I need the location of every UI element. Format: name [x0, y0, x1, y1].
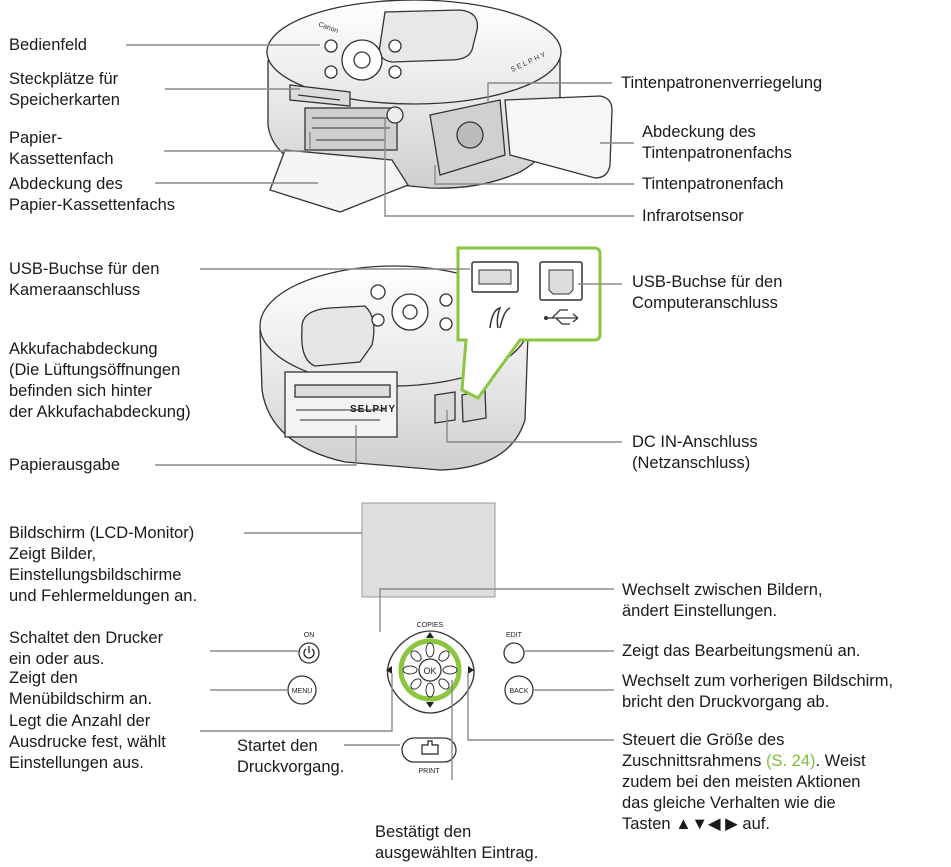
- power-icon: [303, 646, 315, 659]
- label-usb-computer: USB-Buchse für den Computeranschluss: [632, 273, 783, 312]
- label-papierausgabe: Papierausgabe: [9, 456, 121, 474]
- label-schaltet: Schaltet den Drucker ein oder aus.: [9, 629, 164, 668]
- label-vorheriger: Wechselt zum vorherigen Bildschirm, bric…: [622, 672, 894, 711]
- label-usb-kamera: USB-Buchse für den Kameraanschluss: [9, 260, 160, 299]
- edit-label: EDIT: [506, 632, 523, 639]
- print-label: PRINT: [419, 768, 441, 775]
- label-tintenpatronenfach: Tintenpatronenfach: [642, 175, 784, 193]
- copies-label: COPIES: [417, 622, 444, 629]
- ok-button-label: OK: [423, 666, 436, 676]
- printer-middle-screen: [301, 305, 375, 367]
- back-label: BACK: [509, 688, 528, 695]
- page-reference-link[interactable]: (S. 24): [765, 752, 816, 770]
- print-icon: [421, 740, 439, 755]
- print-button: [401, 737, 457, 763]
- label-startet: Startet den Druckvorgang.: [237, 737, 345, 776]
- printer-middle-illustration: SELPHY Canon: [259, 265, 529, 471]
- label-bedienfeld: Bedienfeld: [9, 36, 87, 54]
- label-abdeckung-tinte: Abdeckung des Tintenpatronenfachs: [642, 123, 792, 162]
- usb-port-callout: [456, 246, 602, 400]
- label-bildschirm: Bildschirm (LCD-Monitor) Zeigt Bilder, E…: [9, 524, 198, 605]
- label-akkufach: Akkufachabdeckung (Die Lüftungsöffnungen…: [9, 340, 191, 421]
- label-menue: Zeigt den Menübildschirm an.: [9, 669, 153, 708]
- printer-top-paper-cover: [269, 149, 409, 213]
- edit-button: [503, 642, 525, 664]
- label-tintenpatronenverriegelung: Tintenpatronenverriegelung: [621, 74, 823, 92]
- pictbridge-icon: [489, 306, 511, 329]
- printer-middle-side-ports: [434, 389, 487, 424]
- printer-top-card-slots: [289, 84, 351, 107]
- label-dc-in: DC IN-Anschluss (Netzanschluss): [632, 433, 758, 472]
- printer-middle-battery-cover: [284, 371, 398, 438]
- leader-lines: [126, 44, 634, 780]
- control-panel-illustration: OK COPIES ON EDIT MENU BACK PRINT: [287, 502, 534, 775]
- label-steuert: Steuert die Größe des Zuschnittsrahmens …: [622, 731, 866, 833]
- label-wechselt-bildern: Wechselt zwischen Bildern, ändert Einste…: [622, 581, 823, 620]
- on-label: ON: [304, 632, 315, 639]
- label-papier-kassettenfach: Papier- Kassettenfach: [9, 129, 114, 168]
- menu-label: MENU: [292, 688, 313, 695]
- label-steckplaetze: Steckplätze für Speicherkarten: [9, 70, 120, 109]
- label-infrarotsensor: Infrarotsensor: [642, 207, 744, 225]
- printer-top-ink-door: [504, 95, 613, 179]
- printer-top-paper-bay: [304, 107, 398, 151]
- usb-symbol-icon: [546, 309, 579, 325]
- printer-middle-model: SELPHY: [350, 404, 396, 415]
- label-bearbeitungsmenue: Zeigt das Bearbeitungsmenü an.: [622, 642, 861, 660]
- label-bestaetigt: Bestätigt den ausgewählten Eintrag.: [375, 823, 539, 862]
- lcd-screen: [361, 502, 496, 598]
- ok-button: [418, 658, 442, 682]
- printer-top-screen: [378, 9, 479, 63]
- label-anzahl: Legt die Anzahl der Ausdrucke fest, wähl…: [9, 712, 166, 772]
- label-abdeckung-papier: Abdeckung des Papier-Kassettenfachs: [9, 175, 176, 214]
- printer-top-illustration: Canon SELPHY: [266, 0, 613, 213]
